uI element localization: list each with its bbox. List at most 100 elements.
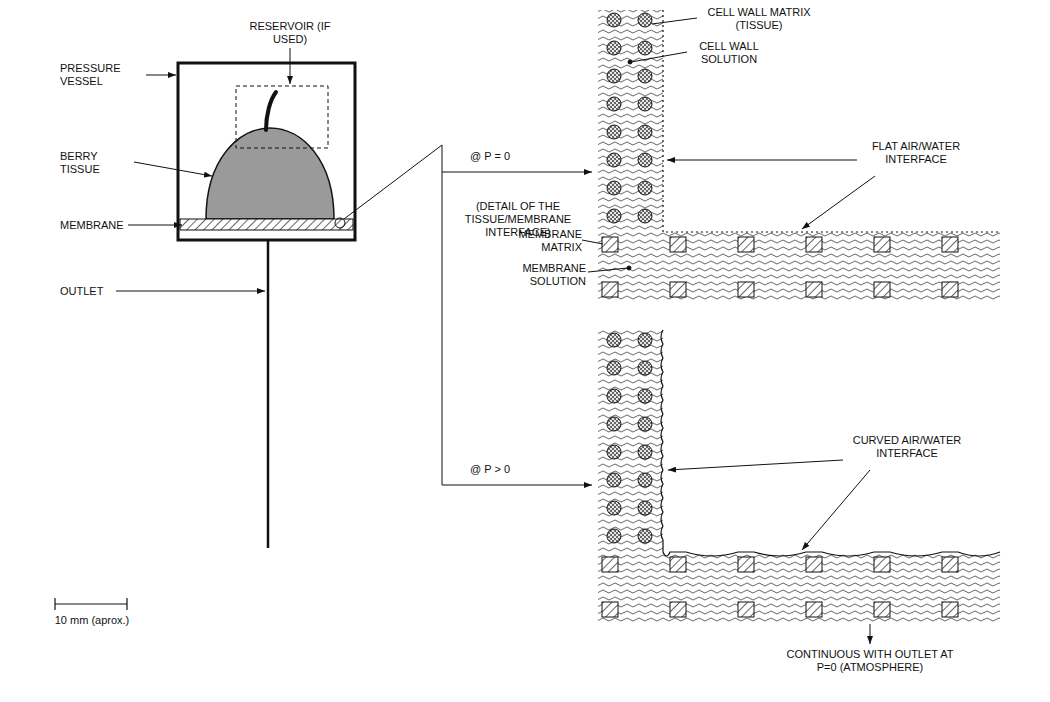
scale-bar xyxy=(55,603,127,604)
cell-wall-matrix xyxy=(638,153,652,167)
scale-bar xyxy=(54,598,55,610)
membrane-matrix xyxy=(806,557,822,572)
membrane-matrix xyxy=(602,282,618,297)
cell-wall-matrix xyxy=(638,69,652,83)
part-label: PRESSURE VESSEL xyxy=(60,62,146,88)
cell-wall-matrix xyxy=(607,153,621,167)
membrane-matrix xyxy=(942,557,958,572)
part-label: RESERVOIR (IF USED) xyxy=(238,20,342,46)
cell-wall-matrix xyxy=(638,361,652,375)
membrane xyxy=(180,219,353,230)
membrane-matrix xyxy=(602,602,618,617)
membrane-matrix xyxy=(738,602,754,617)
membrane-matrix xyxy=(738,282,754,297)
leader-line xyxy=(582,240,603,244)
leader-line xyxy=(116,48,592,485)
leader-line xyxy=(442,172,592,173)
detail-circle xyxy=(335,218,345,228)
curved-interface xyxy=(661,330,1000,556)
part-label: CURVED AIR/WATER INTERFACE xyxy=(845,434,969,460)
cell-wall-matrix xyxy=(638,417,652,431)
cell-wall-matrix xyxy=(638,181,652,195)
cell-wall-matrix xyxy=(607,417,621,431)
leader-line xyxy=(802,176,875,229)
leader-line xyxy=(802,470,870,550)
cell-wall-matrix xyxy=(638,97,652,111)
membrane-matrix xyxy=(670,557,686,572)
leader-line xyxy=(631,52,687,62)
leader-line xyxy=(582,18,875,644)
cell-wall-matrix xyxy=(638,209,652,223)
leader-line xyxy=(128,225,182,226)
cell-wall-matrix xyxy=(607,361,621,375)
leader-line xyxy=(870,624,871,644)
leader-line xyxy=(442,145,443,485)
membrane-matrix xyxy=(806,602,822,617)
cell-wall-matrix xyxy=(638,501,652,515)
scale-bar xyxy=(126,598,127,610)
part-label: MEMBRANE MATRIX xyxy=(510,228,582,254)
cell-wall-matrix xyxy=(638,125,652,139)
membrane-matrix xyxy=(874,237,890,252)
cell-wall-matrix xyxy=(638,333,652,347)
membrane-matrix xyxy=(942,237,958,252)
leader-line xyxy=(588,268,628,272)
cell-wall-matrix xyxy=(607,333,621,347)
berry-stem xyxy=(266,92,276,130)
leader-line xyxy=(667,160,857,161)
cell-wall-matrix xyxy=(638,529,652,543)
membrane-matrix xyxy=(806,237,822,252)
part-label: FLAT AIR/WATER INTERFACE xyxy=(860,140,972,166)
part-label: BERRY TISSUE xyxy=(60,150,132,176)
pressure-vessel-figure xyxy=(178,63,355,548)
membrane-matrix xyxy=(670,237,686,252)
leader-line xyxy=(134,162,212,176)
leader-line xyxy=(116,291,265,292)
membrane-matrix xyxy=(670,602,686,617)
membrane-matrix xyxy=(942,602,958,617)
cell-wall-matrix xyxy=(638,389,652,403)
membrane-matrix xyxy=(942,282,958,297)
membrane-matrix xyxy=(874,282,890,297)
part-label: MEMBRANE xyxy=(60,219,130,232)
cell-wall-matrix xyxy=(607,181,621,195)
cell-wall-matrix xyxy=(607,69,621,83)
leader-line xyxy=(668,460,843,470)
cell-wall-matrix xyxy=(638,473,652,487)
part-label: OUTLET xyxy=(60,285,116,298)
cell-wall-matrix xyxy=(607,529,621,543)
berry-tissue xyxy=(206,128,334,219)
membrane-matrix xyxy=(670,282,686,297)
cell-wall-solution xyxy=(598,330,663,552)
dimension-label: 10 mm (aprox.) xyxy=(40,614,144,627)
membrane-matrix xyxy=(874,557,890,572)
part-label: CELL WALL SOLUTION xyxy=(689,40,769,66)
membrane-matrix xyxy=(806,282,822,297)
membrane-matrix xyxy=(602,237,618,252)
flat-interface xyxy=(663,10,1000,232)
part-label: CELL WALL MATRIX (TISSUE) xyxy=(700,6,818,32)
reservoir xyxy=(236,86,328,148)
cell-wall-matrix xyxy=(607,445,621,459)
leader-line xyxy=(290,48,291,84)
leader-line xyxy=(146,75,176,76)
cell-wall-matrix xyxy=(638,13,652,27)
leader-line xyxy=(627,266,631,270)
cell-wall-matrix xyxy=(607,209,621,223)
cell-wall-solution xyxy=(598,10,663,232)
cell-wall-matrix xyxy=(638,41,652,55)
condition-label: @ P > 0 xyxy=(470,463,540,476)
note-label: CONTINUOUS WITH OUTLET AT P=0 (ATMOSPHER… xyxy=(780,648,960,674)
detail-panel xyxy=(598,10,1000,302)
pressure-vessel xyxy=(178,63,355,240)
cell-wall-matrix xyxy=(638,445,652,459)
cell-wall-matrix xyxy=(607,13,621,27)
scale-bar xyxy=(55,598,127,610)
detail-panel xyxy=(598,330,1000,622)
cell-wall-matrix xyxy=(607,473,621,487)
membrane-solution xyxy=(598,552,1000,622)
outlet-tube xyxy=(267,241,270,548)
leader-line xyxy=(652,18,697,24)
cell-wall-matrix xyxy=(607,501,621,515)
